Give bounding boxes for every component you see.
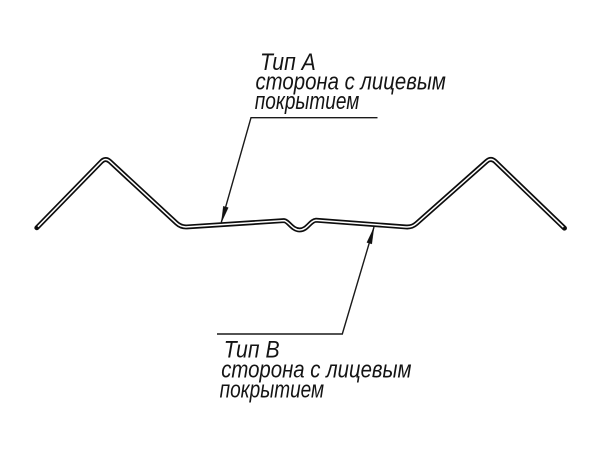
svg-text:сторона с лицевым: сторона с лицевым bbox=[221, 357, 411, 384]
svg-text:Тип А: Тип А bbox=[260, 49, 316, 76]
svg-text:Тип В: Тип В bbox=[224, 337, 280, 364]
svg-text:покрытием: покрытием bbox=[255, 88, 359, 115]
svg-text:покрытием: покрытием bbox=[220, 377, 325, 404]
svg-text:сторона с лицевым: сторона с лицевым bbox=[256, 68, 446, 95]
